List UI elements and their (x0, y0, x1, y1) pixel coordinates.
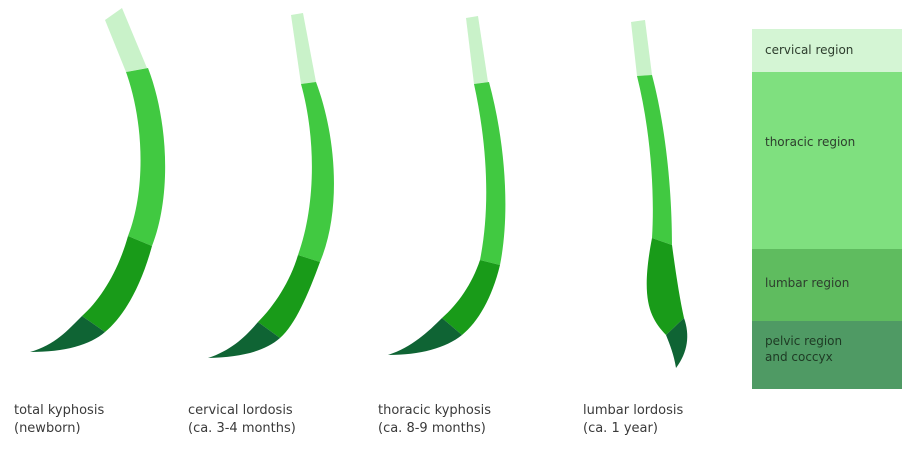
legend-thoracic-region: thoracic region (752, 72, 902, 249)
legend-thoracic-label: thoracic region (765, 72, 902, 150)
caption-thoracic-kyphosis: thoracic kyphosis (ca. 8-9 months) (378, 402, 491, 438)
spine-1-cervical-segment (105, 8, 147, 72)
spine-2-lumbar-segment (258, 255, 320, 338)
legend-pelvic-label-line2: and coccyx (765, 349, 902, 365)
region-legend: cervical region thoracic region lumbar r… (752, 29, 902, 389)
caption-4-line2: (ca. 1 year) (583, 420, 683, 438)
legend-cervical-region: cervical region (752, 29, 902, 72)
legend-cervical-label: cervical region (765, 29, 902, 58)
caption-4-line1: lumbar lordosis (583, 402, 683, 420)
spine-4-cervical-segment (631, 20, 652, 76)
caption-1-line1: total kyphosis (14, 402, 104, 420)
legend-pelvic-label-line1: pelvic region (765, 321, 902, 349)
spine-4-lumbar-segment (647, 238, 684, 335)
legend-lumbar-label: lumbar region (765, 249, 902, 291)
legend-pelvic-region: pelvic region and coccyx (752, 321, 902, 389)
spine-lumbar-lordosis (631, 20, 687, 368)
spine-2-thoracic-segment (298, 82, 334, 262)
caption-cervical-lordosis: cervical lordosis (ca. 3-4 months) (188, 402, 296, 438)
caption-1-line2: (newborn) (14, 420, 104, 438)
spine-2-cervical-segment (291, 13, 316, 84)
caption-2-line2: (ca. 3-4 months) (188, 420, 296, 438)
legend-lumbar-region: lumbar region (752, 249, 902, 321)
spine-3-thoracic-segment (474, 82, 505, 265)
spine-1-thoracic-segment (126, 68, 165, 246)
caption-lumbar-lordosis: lumbar lordosis (ca. 1 year) (583, 402, 683, 438)
spine-1-lumbar-segment (82, 236, 152, 332)
spine-cervical-lordosis (208, 13, 334, 358)
spine-thoracic-kyphosis (388, 16, 505, 355)
caption-total-kyphosis: total kyphosis (newborn) (14, 402, 104, 438)
caption-2-line1: cervical lordosis (188, 402, 296, 420)
caption-3-line2: (ca. 8-9 months) (378, 420, 491, 438)
spine-3-lumbar-segment (442, 260, 500, 335)
spine-3-cervical-segment (466, 16, 488, 84)
spine-4-thoracic-segment (637, 75, 672, 245)
spine-total-kyphosis (30, 8, 165, 352)
caption-3-line1: thoracic kyphosis (378, 402, 491, 420)
